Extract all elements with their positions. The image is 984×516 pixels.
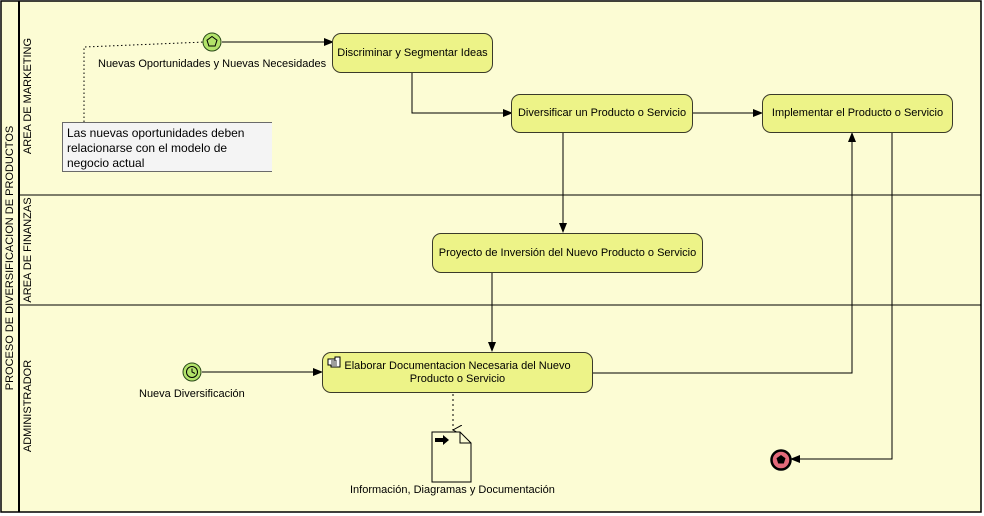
task-elaborar-label-line-1: Elaborar Documentacion Necesaria del Nue…: [344, 359, 571, 372]
data-object[interactable]: [431, 431, 472, 483]
annotation-line-2: relacionarse con el modelo de: [67, 141, 228, 155]
task-elaborar[interactable]: Elaborar Documentacion Necesaria del Nue…: [322, 352, 593, 393]
start-event-message[interactable]: [202, 32, 222, 52]
task-discriminar-label: Discriminar y Segmentar Ideas: [337, 46, 488, 59]
annotation-line-1: Las nuevas oportunidades deben: [67, 126, 245, 140]
text-annotation[interactable]: Las nuevas oportunidades deben relaciona…: [62, 122, 272, 172]
start-event-message-label: Nuevas Oportunidades y Nuevas Necesidade…: [98, 58, 327, 70]
lane-label-finanzas: AREA DE FINANZAS: [22, 197, 34, 303]
lane-label-administrador: ADMINISTRADOR: [22, 359, 34, 453]
task-elaborar-label-line-2: Producto o Servicio: [409, 372, 506, 385]
task-implementar[interactable]: Implementar el Producto o Servicio: [762, 94, 953, 133]
association-note: [83, 41, 206, 122]
task-proyecto[interactable]: Proyecto de Inversión del Nuevo Producto…: [432, 233, 703, 273]
lane-label-marketing: AREA DE MARKETING: [22, 37, 34, 155]
task-implementar-label: Implementar el Producto o Servicio: [771, 107, 944, 119]
task-diversificar-label: Diversificar un Producto o Servicio: [517, 107, 687, 119]
pool-title: PROCESO DE DIVERSIFICACION DE PRODUCTOS: [4, 125, 16, 391]
data-object-label: Información, Diagramas y Documentación: [350, 484, 555, 496]
task-discriminar[interactable]: Discriminar y Segmentar Ideas: [332, 33, 493, 73]
start-event-timer-label: Nueva Diversificación: [139, 388, 245, 400]
clock-icon: [186, 366, 198, 378]
task-diversificar[interactable]: Diversificar un Producto o Servicio: [511, 94, 693, 133]
task-proyecto-label: Proyecto de Inversión del Nuevo Producto…: [438, 246, 697, 259]
hand-icon: [327, 356, 341, 368]
flow-elaborar-to-implementar: [593, 132, 856, 374]
pentagon-icon: [206, 35, 218, 47]
pentagon-icon: [776, 455, 786, 464]
flow-implementar-to-end: [790, 132, 893, 463]
flow-discriminar-to-diversificar: [411, 72, 513, 117]
end-event[interactable]: [770, 449, 792, 471]
start-event-timer[interactable]: [182, 362, 202, 382]
annotation-line-3: negocio actual: [67, 156, 145, 170]
arrow-right-icon: [435, 435, 449, 445]
